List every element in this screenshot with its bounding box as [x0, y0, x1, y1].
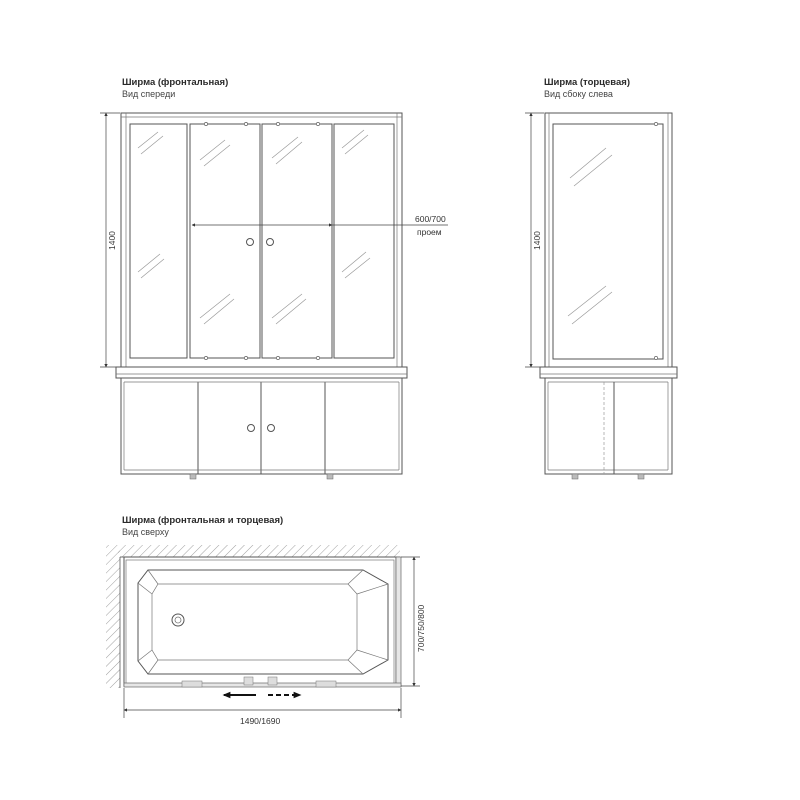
top-screen-rails: [123, 556, 402, 688]
top-length-dimension: 1490/1690: [123, 688, 402, 726]
front-door-handle-left: [246, 238, 254, 246]
front-screen: [120, 112, 403, 368]
top-view: Ширма (фронтальная и торцевая) Вид сверх…: [106, 515, 426, 726]
base-door-knob-left: [247, 424, 255, 432]
top-tub: [123, 556, 397, 687]
top-view-title: Ширма (фронтальная и торцевая): [122, 515, 283, 526]
front-glass-glare: [137, 129, 371, 325]
front-height-dim-value: 1400: [107, 231, 117, 250]
drain-icon: [171, 613, 185, 627]
side-glass-glare: [567, 147, 613, 325]
front-view-title: Ширма (фронтальная): [122, 77, 228, 88]
side-view-subtitle: Вид сбоку слева: [544, 89, 613, 99]
base-door-knob-right: [267, 424, 275, 432]
wall-hatching: [106, 545, 400, 688]
front-tub-base: [115, 366, 408, 480]
opening-dim-value: 600/700: [415, 214, 446, 224]
opening-dim-label: проем: [417, 227, 442, 237]
top-width-dimension: 700/750/800: [401, 556, 426, 687]
front-rollers: [204, 122, 320, 360]
front-view-subtitle: Вид спереди: [122, 89, 175, 99]
top-view-subtitle: Вид сверху: [122, 527, 169, 537]
side-view: Ширма (торцевая) Вид сбоку слева 1400: [525, 77, 678, 480]
front-door-handle-right: [266, 238, 274, 246]
front-glass-panel-3: [261, 123, 333, 359]
side-height-dim-value: 1400: [532, 231, 542, 250]
side-view-title: Ширма (торцевая): [544, 77, 630, 88]
opening-dimension: 600/700 проем: [191, 214, 448, 237]
side-tub-base: [539, 366, 678, 480]
top-width-dim-value: 700/750/800: [416, 604, 426, 652]
top-length-dim-value: 1490/1690: [240, 716, 280, 726]
side-screen-frame: [544, 112, 673, 368]
side-height-dimension: 1400: [525, 112, 544, 368]
front-glass-panel-4: [333, 123, 395, 359]
front-glass-panel-2: [189, 123, 261, 359]
side-screen: [544, 112, 673, 368]
side-glass-panel: [552, 123, 664, 360]
front-glass-panel-1: [129, 123, 188, 359]
front-view: Ширма (фронтальная) Вид спереди: [100, 77, 448, 480]
front-height-dimension: 1400: [100, 112, 120, 368]
